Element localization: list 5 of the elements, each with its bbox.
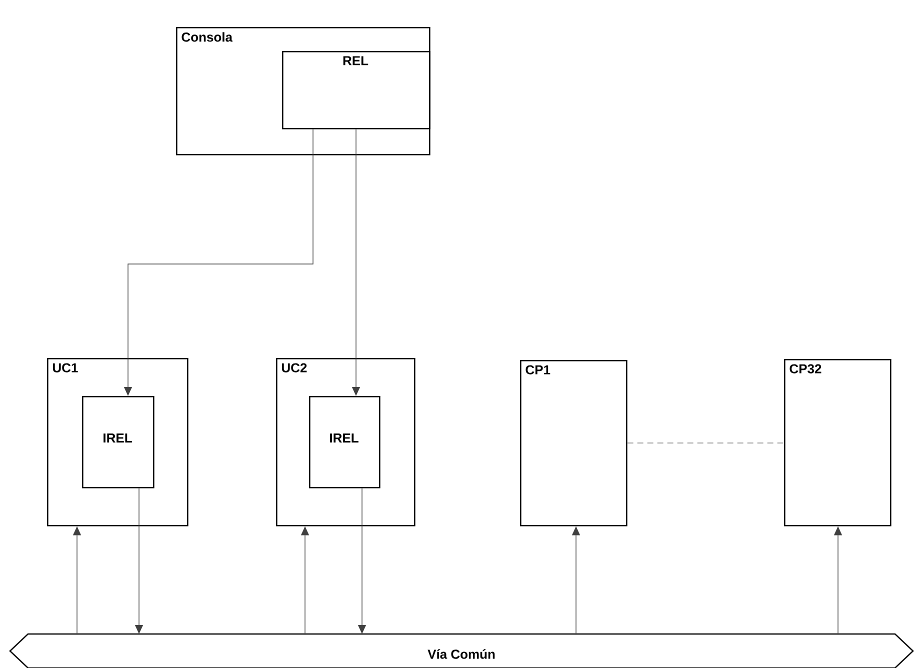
unit-box: CP1 [520,360,628,526]
module-box: IREL [309,396,380,488]
module-box: REL [282,51,430,130]
unit-box: CP32 [784,359,892,526]
module-box: IREL [82,396,154,488]
